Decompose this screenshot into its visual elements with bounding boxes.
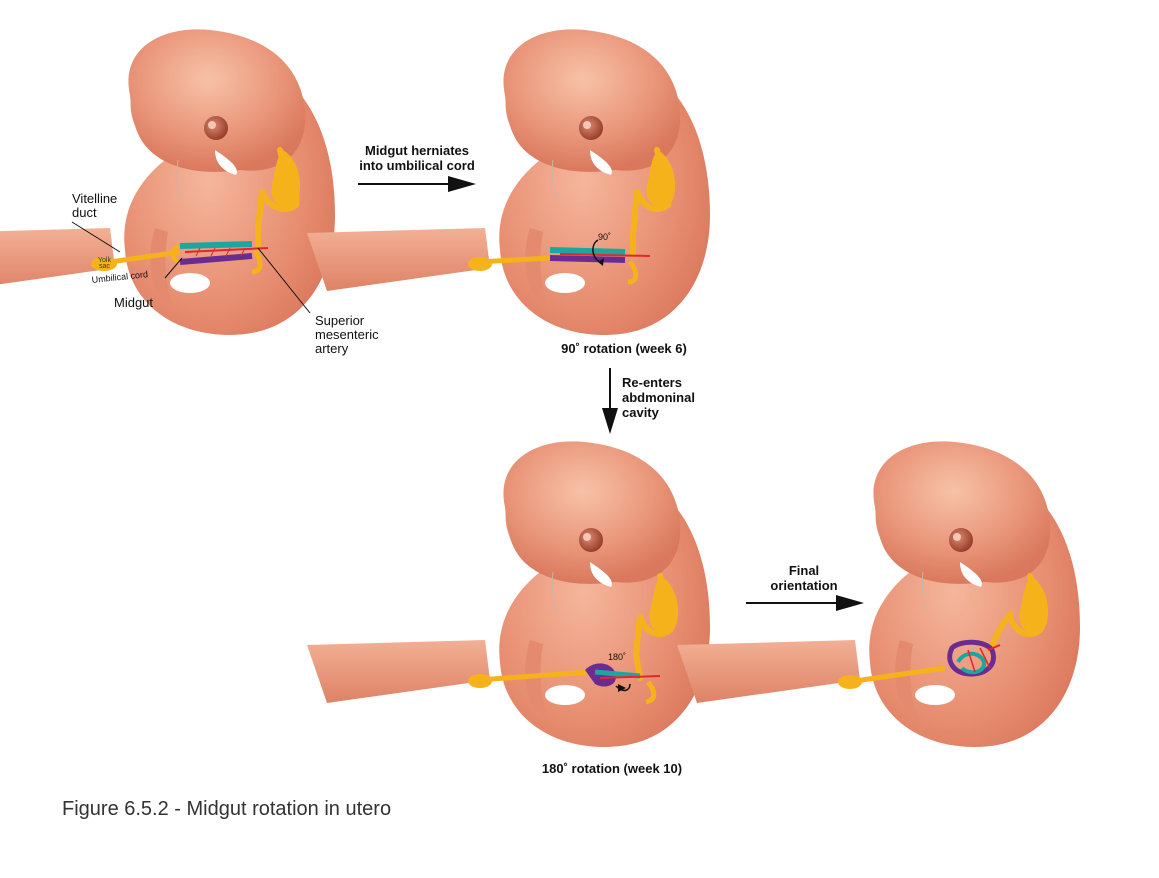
figure-caption: Figure 6.5.2 - Midgut rotation in utero: [62, 798, 392, 820]
stage-label-180: 180˚ rotation (week 10): [542, 761, 682, 776]
stage-label-90: 90˚ rotation (week 6): [561, 341, 687, 356]
embryo-stage-90: 90˚ 90˚ rotation (week 6): [306, 28, 711, 356]
embryo-stage-180: 180˚ 180˚ rotation (week 10): [306, 440, 711, 776]
label-midgut: Midgut: [114, 295, 153, 310]
yolk-sac: [91, 257, 117, 271]
label-90-deg: 90˚: [598, 232, 611, 242]
label-180-deg: 180˚: [608, 652, 626, 662]
embryo-stage-final: [676, 440, 1081, 748]
